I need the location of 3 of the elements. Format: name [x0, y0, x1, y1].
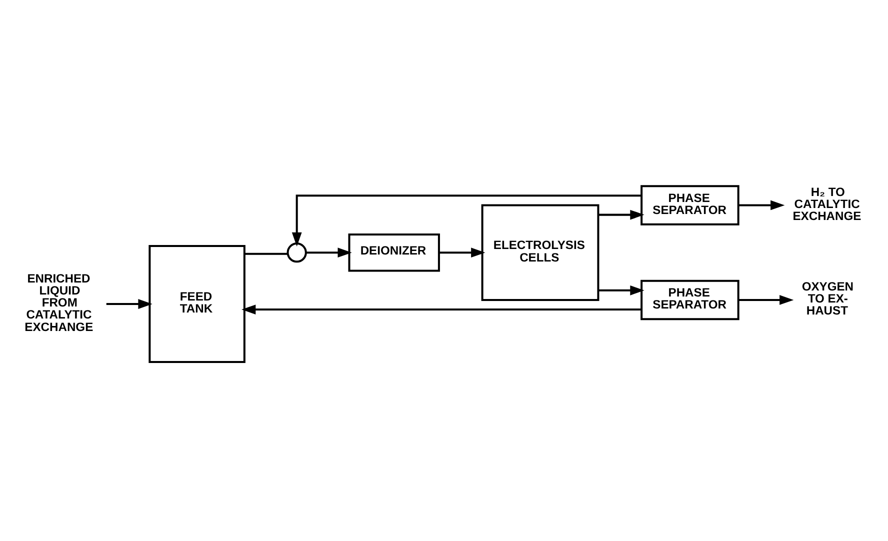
node-text: ENRICHED LIQUID FROM CATALYTIC EXCHANGE	[24, 270, 94, 334]
node-text: H₂ TO CATALYTIC EXCHANGE	[792, 184, 862, 222]
node-text: OXYGEN TO EX- HAUST	[802, 279, 854, 318]
